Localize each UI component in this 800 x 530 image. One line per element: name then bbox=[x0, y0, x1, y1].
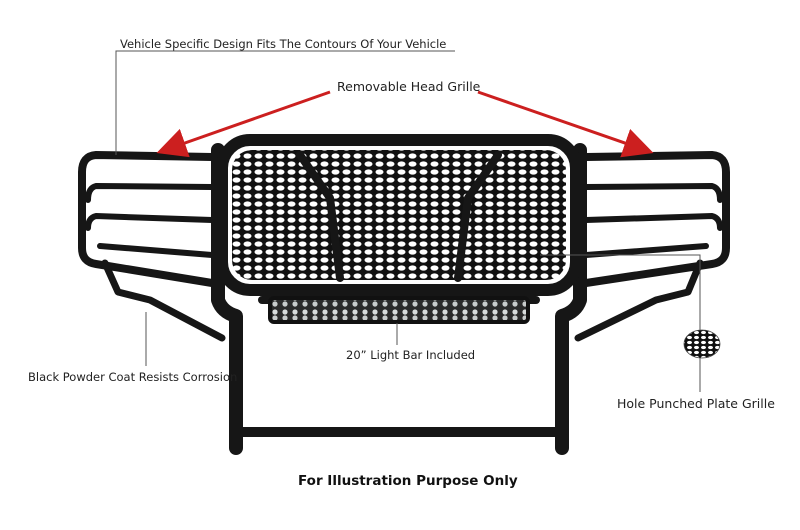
callout-plate-grille: Hole Punched Plate Grille bbox=[617, 396, 775, 411]
arrow-right bbox=[477, 90, 654, 158]
arrow-left bbox=[156, 90, 331, 158]
callout-head-grille: Removable Head Grille bbox=[337, 79, 481, 94]
footer-note: For Illustration Purpose Only bbox=[298, 473, 518, 489]
callout-vehicle-design: Vehicle Specific Design Fits The Contour… bbox=[120, 37, 447, 51]
callout-powder-coat: Black Powder Coat Resists Corrosion bbox=[28, 370, 238, 384]
leader-plate-grille-top bbox=[540, 254, 701, 330]
leader-vehicle-design bbox=[115, 50, 455, 155]
grille-guard-illustration bbox=[78, 134, 730, 455]
mesh-swatch-icon bbox=[683, 329, 721, 359]
light-bar-icon bbox=[268, 296, 530, 324]
leader-lines bbox=[115, 50, 701, 392]
head-grille-arrows bbox=[156, 90, 654, 158]
callout-light-bar: 20” Light Bar Included bbox=[346, 348, 476, 362]
